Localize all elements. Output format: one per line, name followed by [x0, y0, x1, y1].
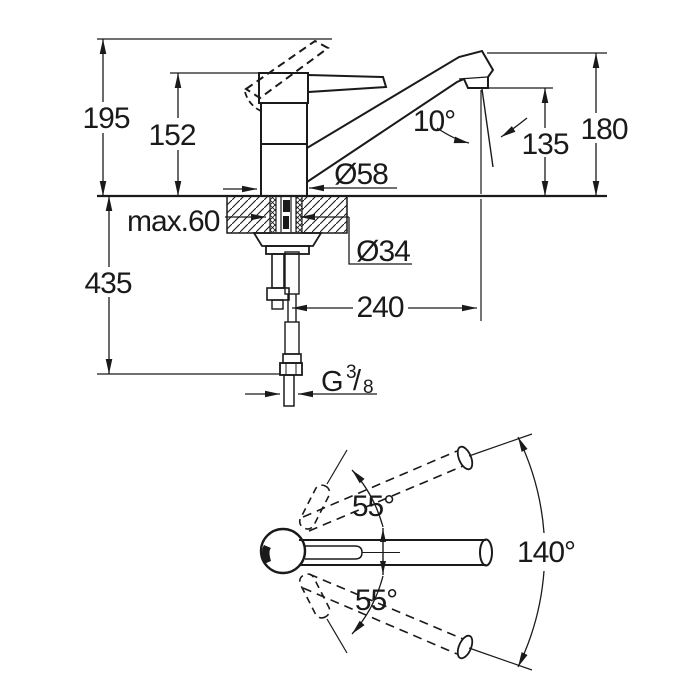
angle-swivel-lower: 55°: [355, 584, 397, 617]
dim-reach: 240: [356, 291, 403, 324]
swivel-55-arcs: [326, 449, 384, 654]
label-max-thickness: max.60: [127, 205, 220, 238]
angle-swivel-upper: 55°: [352, 490, 394, 523]
supply-pipe: [266, 253, 290, 310]
thread-denominator: 8: [363, 377, 374, 398]
thread-g: G: [321, 366, 343, 398]
thread-numerator: 3: [346, 362, 357, 383]
centre-tick: [380, 528, 386, 575]
top-view: 55° 55° 140°: [259, 433, 576, 671]
dimension-lines: [99, 39, 600, 398]
lever-handle: [307, 73, 388, 94]
flexible-hose: [279, 251, 303, 407]
swivel-140-arc: [468, 433, 545, 671]
dim-total-height: 195: [82, 102, 129, 135]
dia-base: Ø58: [334, 158, 388, 191]
side-view: 195 152 435 180 135 10° Ø58 max.60 Ø34 2…: [82, 38, 629, 407]
thread-size-label: G 3 / 8: [321, 362, 374, 398]
lever-raised-dashed: [244, 39, 330, 113]
spout-top-view: [299, 538, 493, 567]
thread-slash: /: [353, 365, 362, 397]
dim-below-counter: 435: [84, 267, 131, 300]
extension-lines: [97, 38, 607, 375]
dim-spout-tip-height: 180: [580, 113, 627, 146]
swivel-positions-dashed: [298, 445, 474, 660]
angle-outlet: 10°: [413, 105, 455, 138]
body-circle-top-view: [259, 527, 307, 575]
mounting-flange: [252, 232, 323, 255]
dim-outlet-height: 135: [521, 128, 568, 161]
handle-mark: [262, 545, 271, 564]
stream-reference-lines: [480, 88, 494, 321]
dia-mounting-hole: Ø34: [356, 235, 410, 268]
faucet-shank: [269, 197, 303, 233]
dim-body-height: 152: [148, 119, 195, 152]
angle-swivel-total: 140°: [517, 536, 575, 569]
